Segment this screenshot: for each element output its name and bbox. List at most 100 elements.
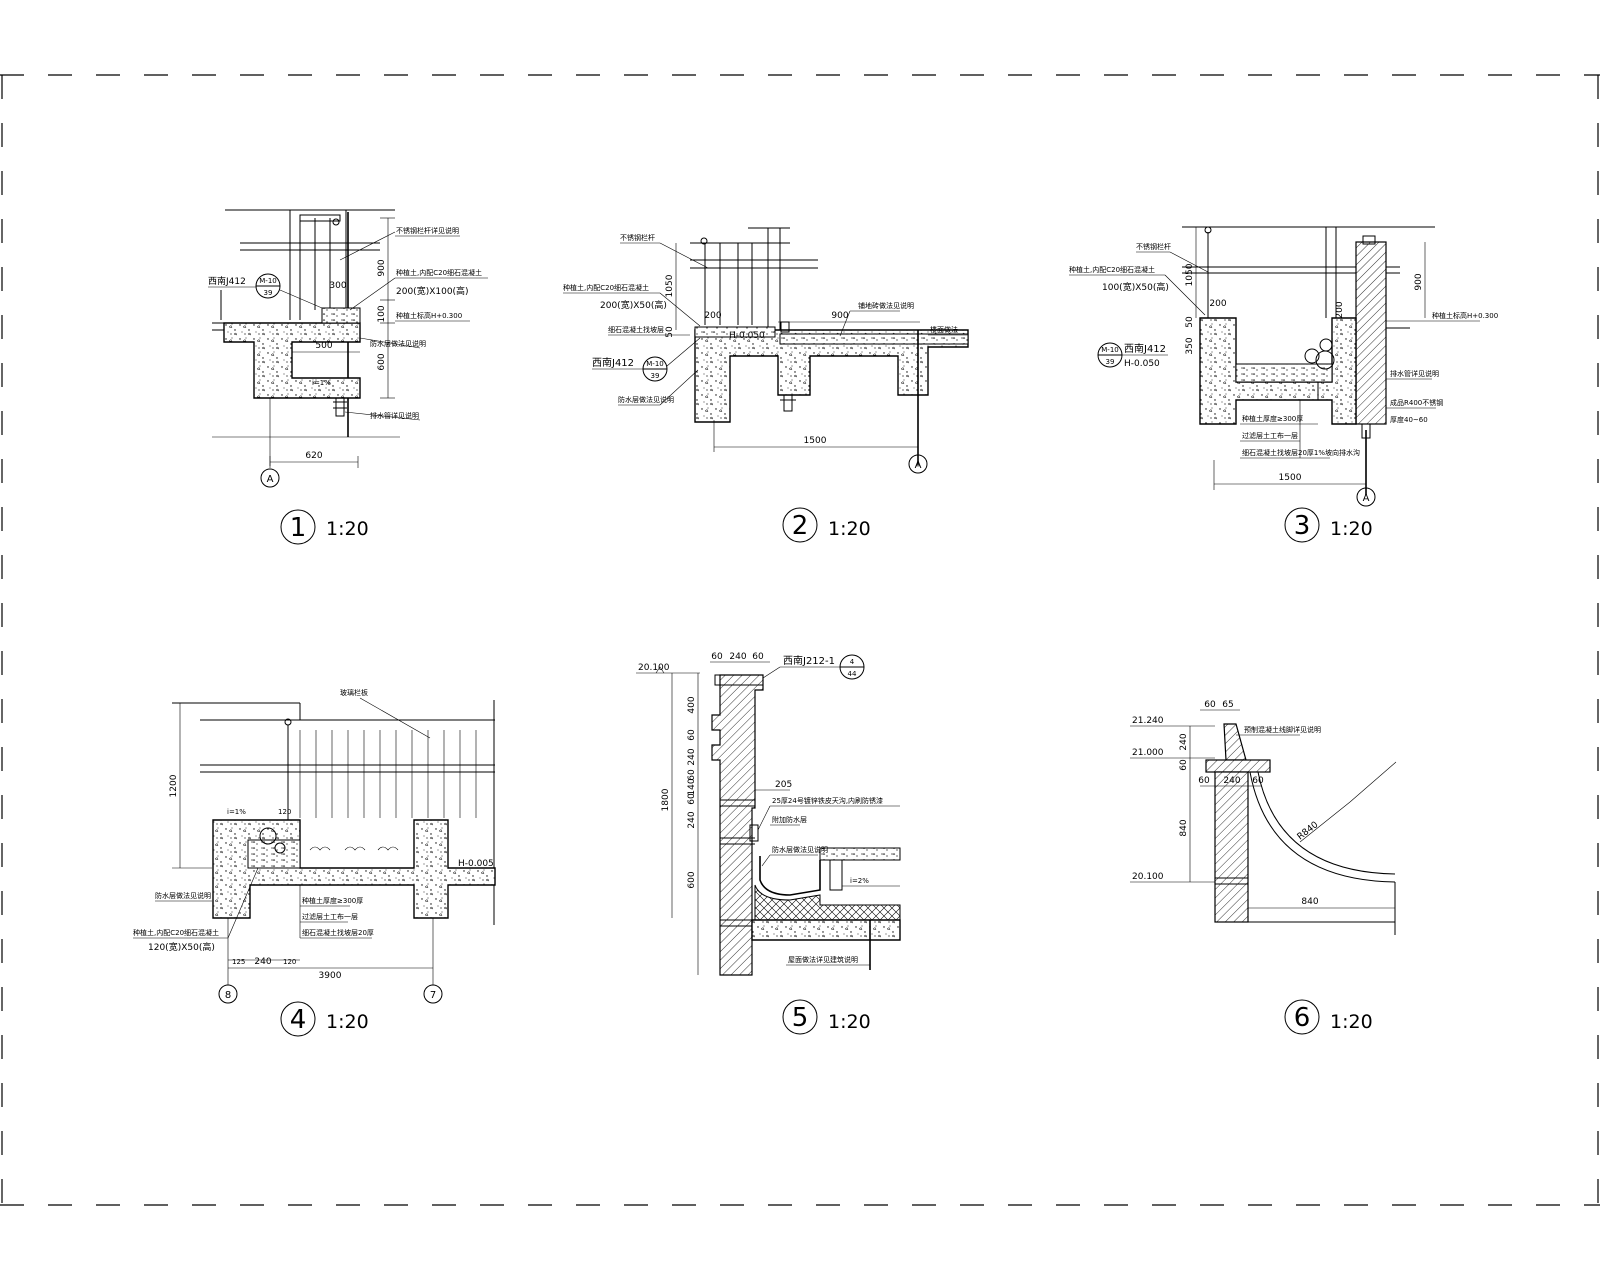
d1-axis: A (267, 474, 274, 485)
glass-rail-pattern (299, 700, 495, 925)
d4-note-layer1: 种植土厚度≥300厚 (302, 896, 363, 905)
d1-ref-bottom: 39 (264, 289, 273, 297)
d4-note-wp: 防水层做法见说明 (155, 891, 211, 900)
d4-dim-1200: 1200 (169, 774, 179, 797)
d2-dim-1500: 1500 (804, 436, 827, 446)
detail-1-bubble (280, 509, 316, 545)
d2-ref-top: M-10 (646, 360, 663, 368)
d3-axis: A (1363, 493, 1370, 504)
d2-note-wp: 防水层做法见说明 (618, 395, 674, 404)
d6-dim-240b: 240 (1223, 776, 1240, 786)
d1-ref-left: 西南J412 (208, 275, 246, 287)
d1-note-drain: 排水管详见说明 (370, 411, 419, 420)
detail-4-bubble (280, 1001, 316, 1037)
d2-ref-bottom: 39 (651, 372, 660, 380)
d3-ref-bottom: 39 (1106, 358, 1115, 366)
d3-dim-900: 900 (1414, 273, 1424, 290)
d5-dim-240: 240 (729, 652, 746, 662)
d5-ref-top: 4 (850, 658, 855, 666)
d6-note: 预制混凝土线脚详见说明 (1244, 725, 1321, 734)
d2-note-screed: 细石混凝土找坡层 (608, 325, 664, 334)
d1-dim-620: 620 (305, 451, 322, 461)
detail-3: 1050 50 350 200 900 200 1500 A 不锈钢栏杆 种植土… (1069, 226, 1498, 543)
slab-section (223, 322, 361, 399)
gutter-fill (754, 884, 901, 921)
detail-5: 20.100 60 240 60 400 60 240 60 140 60 24… (636, 652, 901, 1035)
detail-2: 1050 50 200 900 H-0.050 1500 A 不锈钢栏杆 种植土… (563, 227, 969, 543)
d2-level: H-0.050 (729, 331, 765, 341)
d3-note-c20: 种植土,内配C20细石混凝土 (1069, 265, 1155, 274)
detail-6: 21.240 21.000 20.100 60 65 R840 240 60 8… (1130, 700, 1397, 1035)
d4-level: H-0.005 (458, 859, 494, 869)
d3-ref-top: M-10 (1101, 346, 1118, 354)
d2-axis-bubble (908, 454, 928, 474)
detail-2-number: 2 (792, 511, 809, 541)
d6-dim-840: 840 (1179, 819, 1189, 836)
d2-axis: A (915, 460, 922, 471)
d6-dim-60d: 60 (1252, 776, 1264, 786)
d6-dim-840b: 840 (1301, 897, 1318, 907)
detail-5-number: 5 (792, 1003, 809, 1033)
d6-level-1: 21.240 (1132, 716, 1164, 726)
d5-level-top: 20.100 (638, 663, 670, 673)
d1-note-200x100: 200(宽)X100(高) (396, 285, 469, 297)
d2-ref-left: 西南J412 (592, 356, 634, 369)
d6-level-2: 21.000 (1132, 748, 1164, 758)
parapet-cap (1205, 759, 1271, 773)
d2-dim-50: 50 (665, 326, 675, 338)
d5-note-bottom: 屋面做法详见建筑说明 (788, 955, 858, 964)
d3-level: H-0.050 (1124, 359, 1160, 369)
d1-dim-300: 300 (329, 281, 346, 291)
d4-dim-120b: 120 (283, 958, 296, 966)
detail-6-number: 6 (1294, 1003, 1311, 1033)
d1-dim-600: 600 (377, 353, 387, 370)
d5-note-b: 防水层做法见说明 (772, 845, 828, 854)
d3-note-100x50: 100(宽)X50(高) (1102, 281, 1169, 293)
detail-6-scale: 1:20 (1330, 1011, 1373, 1033)
d3-dim-50: 50 (1185, 316, 1195, 328)
d4-note-c20: 种植土,内配C20细石混凝土 (133, 928, 219, 937)
d4-dim-3900: 3900 (319, 971, 342, 981)
d2-note-rail: 不锈钢栏杆 (620, 233, 655, 242)
d3-note-layer1: 种植土厚度≥300厚 (1242, 414, 1303, 423)
d4-note-layer2: 过滤层土工布一层 (302, 912, 358, 921)
d4-note-layer3: 细石混凝土找坡层20厚 (302, 928, 374, 937)
d1-dim-100: 100 (377, 305, 387, 322)
roof-slab (751, 919, 901, 941)
detail-2-scale: 1:20 (828, 518, 871, 540)
detail-4-scale: 1:20 (326, 1011, 369, 1033)
detail-1-scale: 1:20 (326, 518, 369, 540)
d2-note-tile: 铺地砖做法见说明 (858, 301, 914, 310)
d5-ref: 西南J212-1 (783, 654, 835, 667)
d4-dim-240: 240 (254, 957, 271, 967)
gutter-sheet (759, 856, 821, 896)
d4-axis-right: 7 (430, 990, 436, 1001)
curved-roof-line (1249, 771, 1396, 883)
d5-dim-600: 600 (687, 871, 697, 888)
slab-section (694, 329, 969, 423)
d3-note-drain: 排水管详见说明 (1390, 369, 1439, 378)
detail-3-scale: 1:20 (1330, 518, 1373, 540)
d4-dim-120: 120 (278, 808, 291, 816)
d3-note-layer2: 过滤层土工布一层 (1242, 431, 1298, 440)
d2-dim-900: 900 (831, 311, 848, 321)
d5-dim-60b: 60 (752, 652, 764, 662)
d1-ref-top: M-10 (259, 277, 276, 285)
d1-note-c20: 种植土,内配C20细石混凝土 (396, 268, 482, 277)
detail-3-bubble (1284, 507, 1320, 543)
d3-note-level: 种植土标高H+0.300 (1432, 311, 1498, 320)
d2-note-c20: 种植土,内配C20细石混凝土 (563, 283, 649, 292)
d6-dim-65: 65 (1222, 700, 1233, 710)
detail-4-number: 4 (290, 1005, 307, 1035)
d3-dim-200b: 200 (1335, 301, 1345, 318)
d1-slope: i=1% (312, 379, 331, 387)
d3-dim-1500: 1500 (1279, 473, 1302, 483)
d3-dim-1050: 1050 (1185, 263, 1195, 286)
d5-note-a: 附加防水层 (772, 815, 807, 824)
detail-1-number: 1 (290, 513, 307, 543)
d4-axis-left: 8 (225, 990, 231, 1001)
d1-dim-900: 900 (377, 259, 387, 276)
d2-note-floor: 楼面做法 (930, 325, 958, 334)
d5-note-gutter: 25厚24号镀锌铁皮天沟,内刷防锈漆 (772, 796, 883, 805)
wall-section (711, 674, 764, 976)
